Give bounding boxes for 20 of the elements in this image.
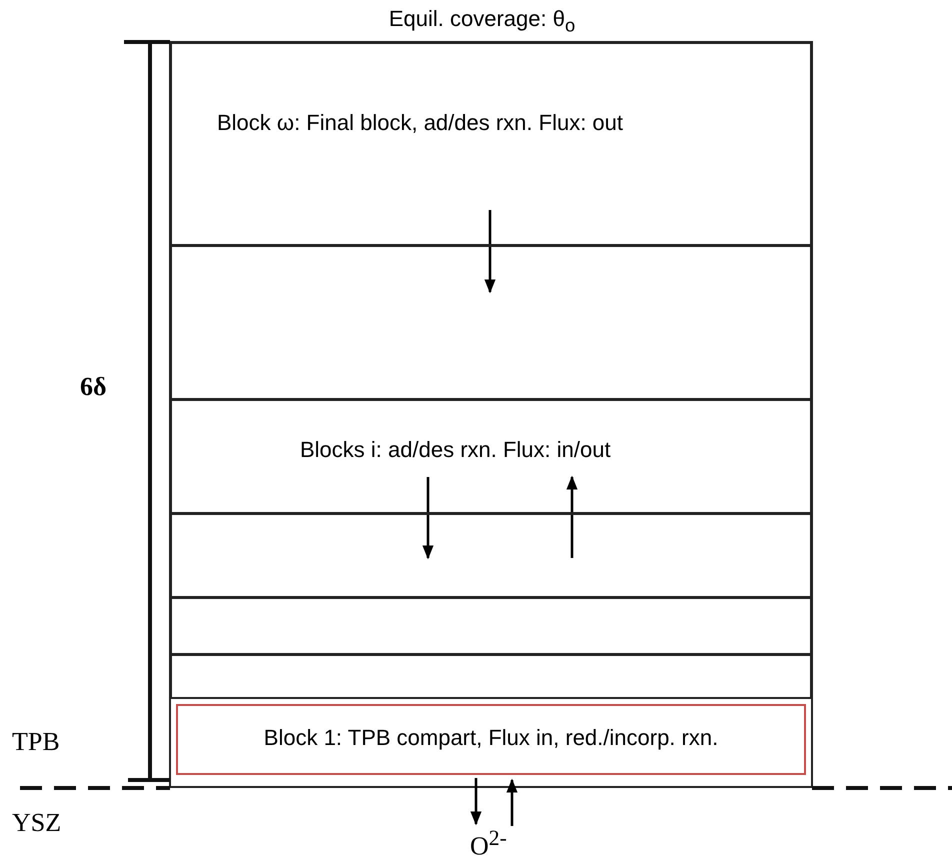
arrow <box>566 476 578 558</box>
region-label: TPB <box>12 727 60 757</box>
arrow <box>470 778 482 826</box>
boundary-condition-label: Equil. coverage: θ$_{o}$ <box>388 6 576 36</box>
block-label: Block 1: TPB compart, Flux in, red./incorp. rxn. <box>262 725 720 751</box>
region-label: YSZ <box>12 808 62 838</box>
block-band <box>170 597 812 655</box>
tpb-block-box <box>176 704 806 775</box>
thickness-label: 6δ <box>80 372 106 402</box>
block-label: Block ω: Final block, ad/des rxn. Flux: out <box>217 110 624 136</box>
block-band <box>170 42 812 246</box>
block-label: Blocks i: ad/des rxn. Flux: in/out <box>300 437 611 463</box>
block-band <box>170 245 812 400</box>
block-band <box>170 654 812 699</box>
arrow <box>484 210 496 294</box>
block-band <box>170 399 812 514</box>
arrow <box>506 778 518 826</box>
ion-label: O$^{2-}$ <box>470 826 507 857</box>
block-band <box>170 513 812 598</box>
arrow <box>422 477 434 560</box>
